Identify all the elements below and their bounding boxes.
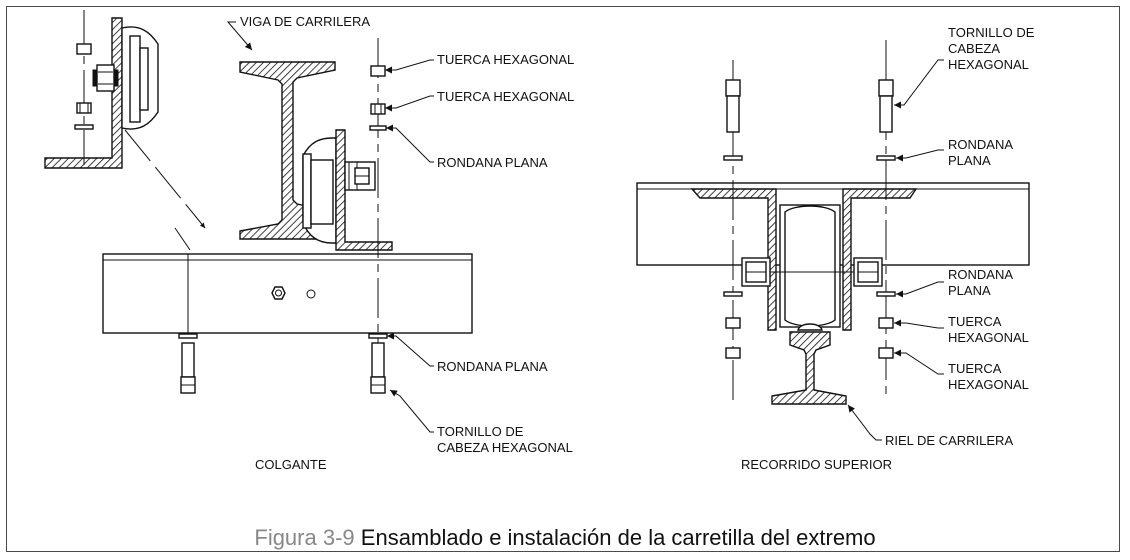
label-flat-washer-mid-line1: RONDANA — [948, 267, 1013, 282]
label-flat-washer-bottom: RONDANA PLANA — [437, 359, 548, 374]
washer-icon — [74, 124, 94, 130]
figure-frame — [6, 6, 1120, 552]
hole-icon — [306, 289, 316, 299]
figure-caption-text: Ensamblado e instalación de la carretill… — [360, 525, 876, 550]
label-flat-washer-top-line1: RONDANA — [948, 137, 1013, 152]
washer-icon — [723, 155, 743, 161]
hex-nut-icon — [725, 317, 741, 329]
hex-nut-icon — [725, 347, 741, 359]
runway-rail — [771, 331, 847, 405]
trolley-wheel-top-running — [779, 204, 841, 331]
hex-nut-icon — [878, 347, 894, 359]
figure-number: Figura 3-9 — [254, 525, 355, 550]
label-flat-washer-top: RONDANA PLANA — [437, 155, 548, 170]
hex-nut-icon — [370, 103, 386, 115]
left-view-title: COLGANTE — [255, 457, 327, 472]
label-hex-nut-1: TUERCA HEXAGONAL — [437, 52, 574, 67]
end-truck-box — [102, 253, 473, 334]
label-hex-nut-1-line2: HEXAGONAL — [948, 330, 1029, 345]
right-view-title: RECORRIDO SUPERIOR — [741, 457, 892, 472]
label-hex-nut-2-line2: HEXAGONAL — [948, 377, 1029, 392]
trolley-wheel — [302, 129, 393, 251]
label-hex-bolt-line2: CABEZA HEXAGONAL — [437, 440, 573, 455]
label-hex-bolt-line3: HEXAGONAL — [948, 57, 1029, 72]
washer-icon — [723, 291, 743, 297]
bolt-icon — [725, 79, 741, 97]
hex-nut-icon — [76, 43, 92, 55]
washer-icon — [368, 333, 388, 339]
label-hex-nut-2-line1: TUERCA — [948, 361, 1002, 376]
label-hex-nut-1-line1: TUERCA — [948, 314, 1002, 329]
label-runway-beam: VIGA DE CARRILERA — [240, 14, 370, 29]
washer-icon — [178, 333, 198, 339]
figure-caption: Figura 3-9 Ensamblado e instalación de l… — [0, 524, 1130, 552]
hex-nut-icon — [370, 65, 386, 77]
hex-nut-icon — [76, 102, 92, 114]
label-hex-bolt-line1: TORNILLO DE — [437, 424, 524, 439]
washer-icon — [369, 125, 387, 131]
washer-icon — [876, 291, 896, 297]
label-runway-rail: RIEL DE CARRILERA — [885, 433, 1013, 448]
left-view: VIGA DE CARRILERA TUERCA HEXAGONAL TUERC… — [44, 10, 574, 472]
hex-nut-icon — [878, 317, 894, 329]
hex-nut-icon — [271, 286, 286, 300]
trolley-inset — [44, 10, 206, 251]
washer-icon — [876, 155, 896, 161]
bolt-icon — [878, 79, 894, 97]
label-hex-bolt-line2: CABEZA — [948, 41, 1000, 56]
bolt-icon — [181, 342, 195, 378]
right-view: TORNILLO DE CABEZA HEXAGONAL RONDANA PLA… — [636, 25, 1035, 472]
label-flat-washer-mid-line2: PLANA — [948, 283, 991, 298]
label-flat-washer-top-line2: PLANA — [948, 153, 991, 168]
label-hex-nut-2: TUERCA HEXAGONAL — [437, 89, 574, 104]
label-hex-bolt-line1: TORNILLO DE — [948, 25, 1035, 40]
bolt-icon — [371, 342, 385, 378]
